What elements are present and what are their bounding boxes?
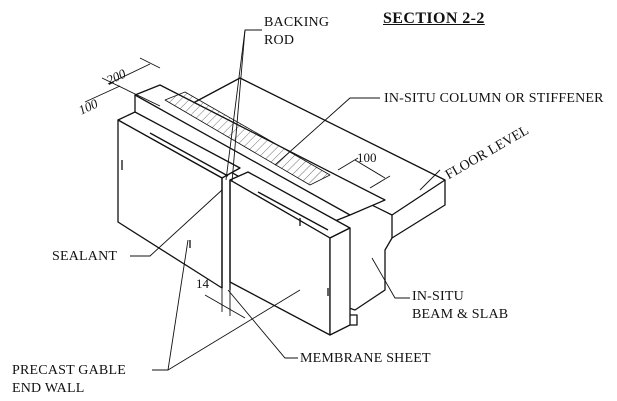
leader-insitu-column xyxy=(274,97,380,166)
dim-ext-200a xyxy=(101,77,161,107)
label-membrane-sheet: MEMBRANE SHEET xyxy=(300,351,431,366)
leader-precast-2 xyxy=(167,289,301,371)
precast-left-inner xyxy=(149,132,229,177)
precast-right-inner xyxy=(257,191,329,231)
label-precast-2: END WALL xyxy=(12,381,85,396)
dim-label-100-right: 100 xyxy=(357,150,377,165)
leader-backing-rod-2 xyxy=(231,29,246,183)
label-sealant: SEALANT xyxy=(52,249,118,264)
leader-insitu-beam xyxy=(371,257,410,299)
leader-membrane xyxy=(227,289,298,359)
dim-line-200 xyxy=(107,63,151,85)
dim-line-100-right xyxy=(354,159,386,179)
section-title: SECTION 2-2 xyxy=(383,10,485,27)
dim-ext-100r-b xyxy=(369,175,391,189)
dim-ext-200b xyxy=(139,57,161,69)
leader-sealant xyxy=(130,189,223,257)
dim-label-14: 14 xyxy=(196,276,209,291)
label-insitu-beam-2: BEAM & SLAB xyxy=(412,307,509,322)
dim-line-14 xyxy=(204,294,246,319)
dim-line-100-left xyxy=(84,85,121,103)
floor-slab-edge xyxy=(391,180,446,239)
label-insitu-beam-1: IN-SITU xyxy=(412,289,464,304)
label-insitu-column: IN-SITU COLUMN OR STIFFENER xyxy=(384,91,604,106)
dim-ext-100r-a xyxy=(337,157,359,171)
insitu-column-hatch xyxy=(164,91,331,186)
label-backing-rod-1: BACKING xyxy=(264,15,330,30)
precast-panel-right-side xyxy=(329,227,351,336)
leader-floor-level xyxy=(419,169,441,191)
label-backing-rod-2: ROD xyxy=(264,33,295,48)
label-precast-1: PRECAST GABLE xyxy=(12,363,126,378)
